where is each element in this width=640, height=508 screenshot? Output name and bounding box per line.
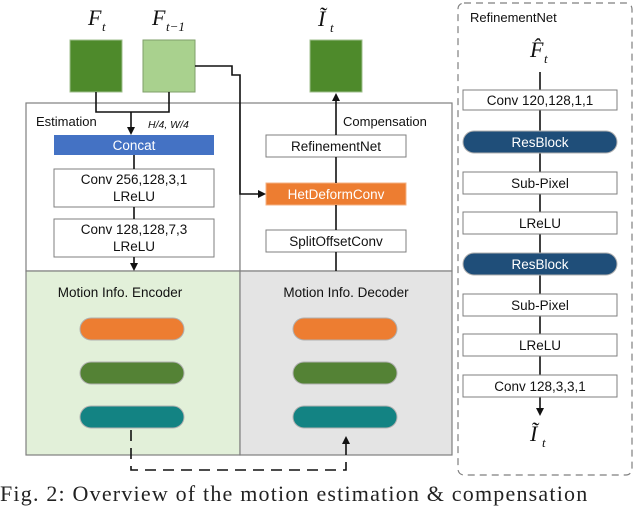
arrow-previous-to-concat (131, 92, 170, 113)
refinementnet-input-subscript: t (544, 51, 548, 66)
estimation-title: Estimation (36, 114, 97, 129)
output-frame-subscript: t (330, 20, 334, 35)
previous-frame-square (142, 39, 196, 93)
refinementnet-input-letter: F̂ (529, 37, 544, 62)
current-frame-symbol: F t (87, 5, 106, 34)
figure-caption: Fig. 2: Overview of the motion estimatio… (0, 481, 589, 506)
ref-lrelu-2-label: LReLU (519, 338, 561, 353)
arrow-previous-to-hetdeform (195, 65, 266, 198)
previous-frame-letter: F (151, 5, 166, 30)
ref-lrelu-2-block (462, 333, 618, 357)
previous-frame-subscript: t−1 (166, 19, 185, 34)
encoder-title: Motion Info. Encoder (58, 285, 183, 300)
output-frame-letter: Ĩ (317, 6, 328, 31)
ref-lrelu-1-label: LReLU (519, 216, 561, 231)
het-deform-conv-label: HetDeformConv (288, 187, 385, 202)
connectors (95, 65, 350, 471)
output-frame-square (309, 39, 363, 93)
concat-block (54, 135, 214, 155)
architecture-diagram: Estimation H/4, W/4 Concat Conv 256,128,… (25, 2, 633, 476)
ref-subpixel-2-block (462, 293, 618, 317)
current-frame-letter: F (87, 5, 102, 30)
decoder-title: Motion Info. Decoder (283, 285, 409, 300)
concat-label: Concat (113, 138, 156, 153)
ref-subpixel-1-block (462, 171, 618, 195)
conv-block-2-line2: LReLU (113, 239, 155, 254)
previous-frame-symbol: F t−1 (151, 5, 185, 34)
ref-resblock-1-label: ResBlock (511, 135, 568, 150)
arrow-current-to-concat (95, 92, 131, 113)
conv-block-2-line1: Conv 128,128,7,3 (81, 222, 188, 237)
encoder-pill-green (79, 361, 185, 385)
current-frame-subscript: t (102, 19, 106, 34)
refinementnet-panel: RefinementNet F̂ t Conv 120,128,1,1 ResB… (457, 2, 633, 476)
output-frame-symbol: Ĩ t (317, 6, 334, 35)
resolution-note: H/4, W/4 (148, 119, 189, 131)
dashed-bitstream-link (130, 430, 350, 471)
ref-conv-in-block (462, 89, 618, 111)
encoder-pill-teal (79, 405, 185, 429)
conv-block-1-line2: LReLU (113, 189, 155, 204)
ref-resblock-2 (462, 252, 618, 276)
decoder-panel: Motion Info. Decoder (239, 270, 453, 456)
decoder-pill-teal (292, 405, 398, 429)
refinementnet-frame (457, 2, 633, 476)
ref-resblock-1 (462, 130, 618, 154)
current-frame-square (69, 39, 123, 93)
refinementnet-title: RefinementNet (470, 10, 557, 25)
ref-subpixel-2-label: Sub-Pixel (511, 298, 569, 313)
ref-conv-out-block (462, 374, 618, 398)
refinementnet-output-subscript: t (542, 435, 546, 450)
compensation-panel: Compensation RefinementNet HetDeformConv… (239, 102, 453, 272)
decoder-pill-green (292, 361, 398, 385)
compensation-title: Compensation (343, 114, 427, 129)
split-offset-conv-label: SplitOffsetConv (289, 234, 383, 249)
encoder-panel: Motion Info. Encoder (25, 270, 241, 456)
conv-block-2 (53, 218, 215, 258)
ref-conv-out-label: Conv 128,3,3,1 (494, 379, 586, 394)
conv-block-1-line1: Conv 256,128,3,1 (81, 172, 188, 187)
encoder-pill-orange (79, 317, 185, 341)
estimation-panel: Estimation H/4, W/4 Concat Conv 256,128,… (25, 102, 241, 272)
ref-subpixel-1-label: Sub-Pixel (511, 176, 569, 191)
refinementnet-output-letter: Ĩ (529, 421, 540, 446)
ref-resblock-2-label: ResBlock (511, 257, 568, 272)
ref-conv-in-label: Conv 120,128,1,1 (487, 93, 594, 108)
decoder-pill-orange (292, 317, 398, 341)
refinementnet-block-label: RefinementNet (291, 139, 381, 154)
ref-lrelu-1-block (462, 211, 618, 235)
